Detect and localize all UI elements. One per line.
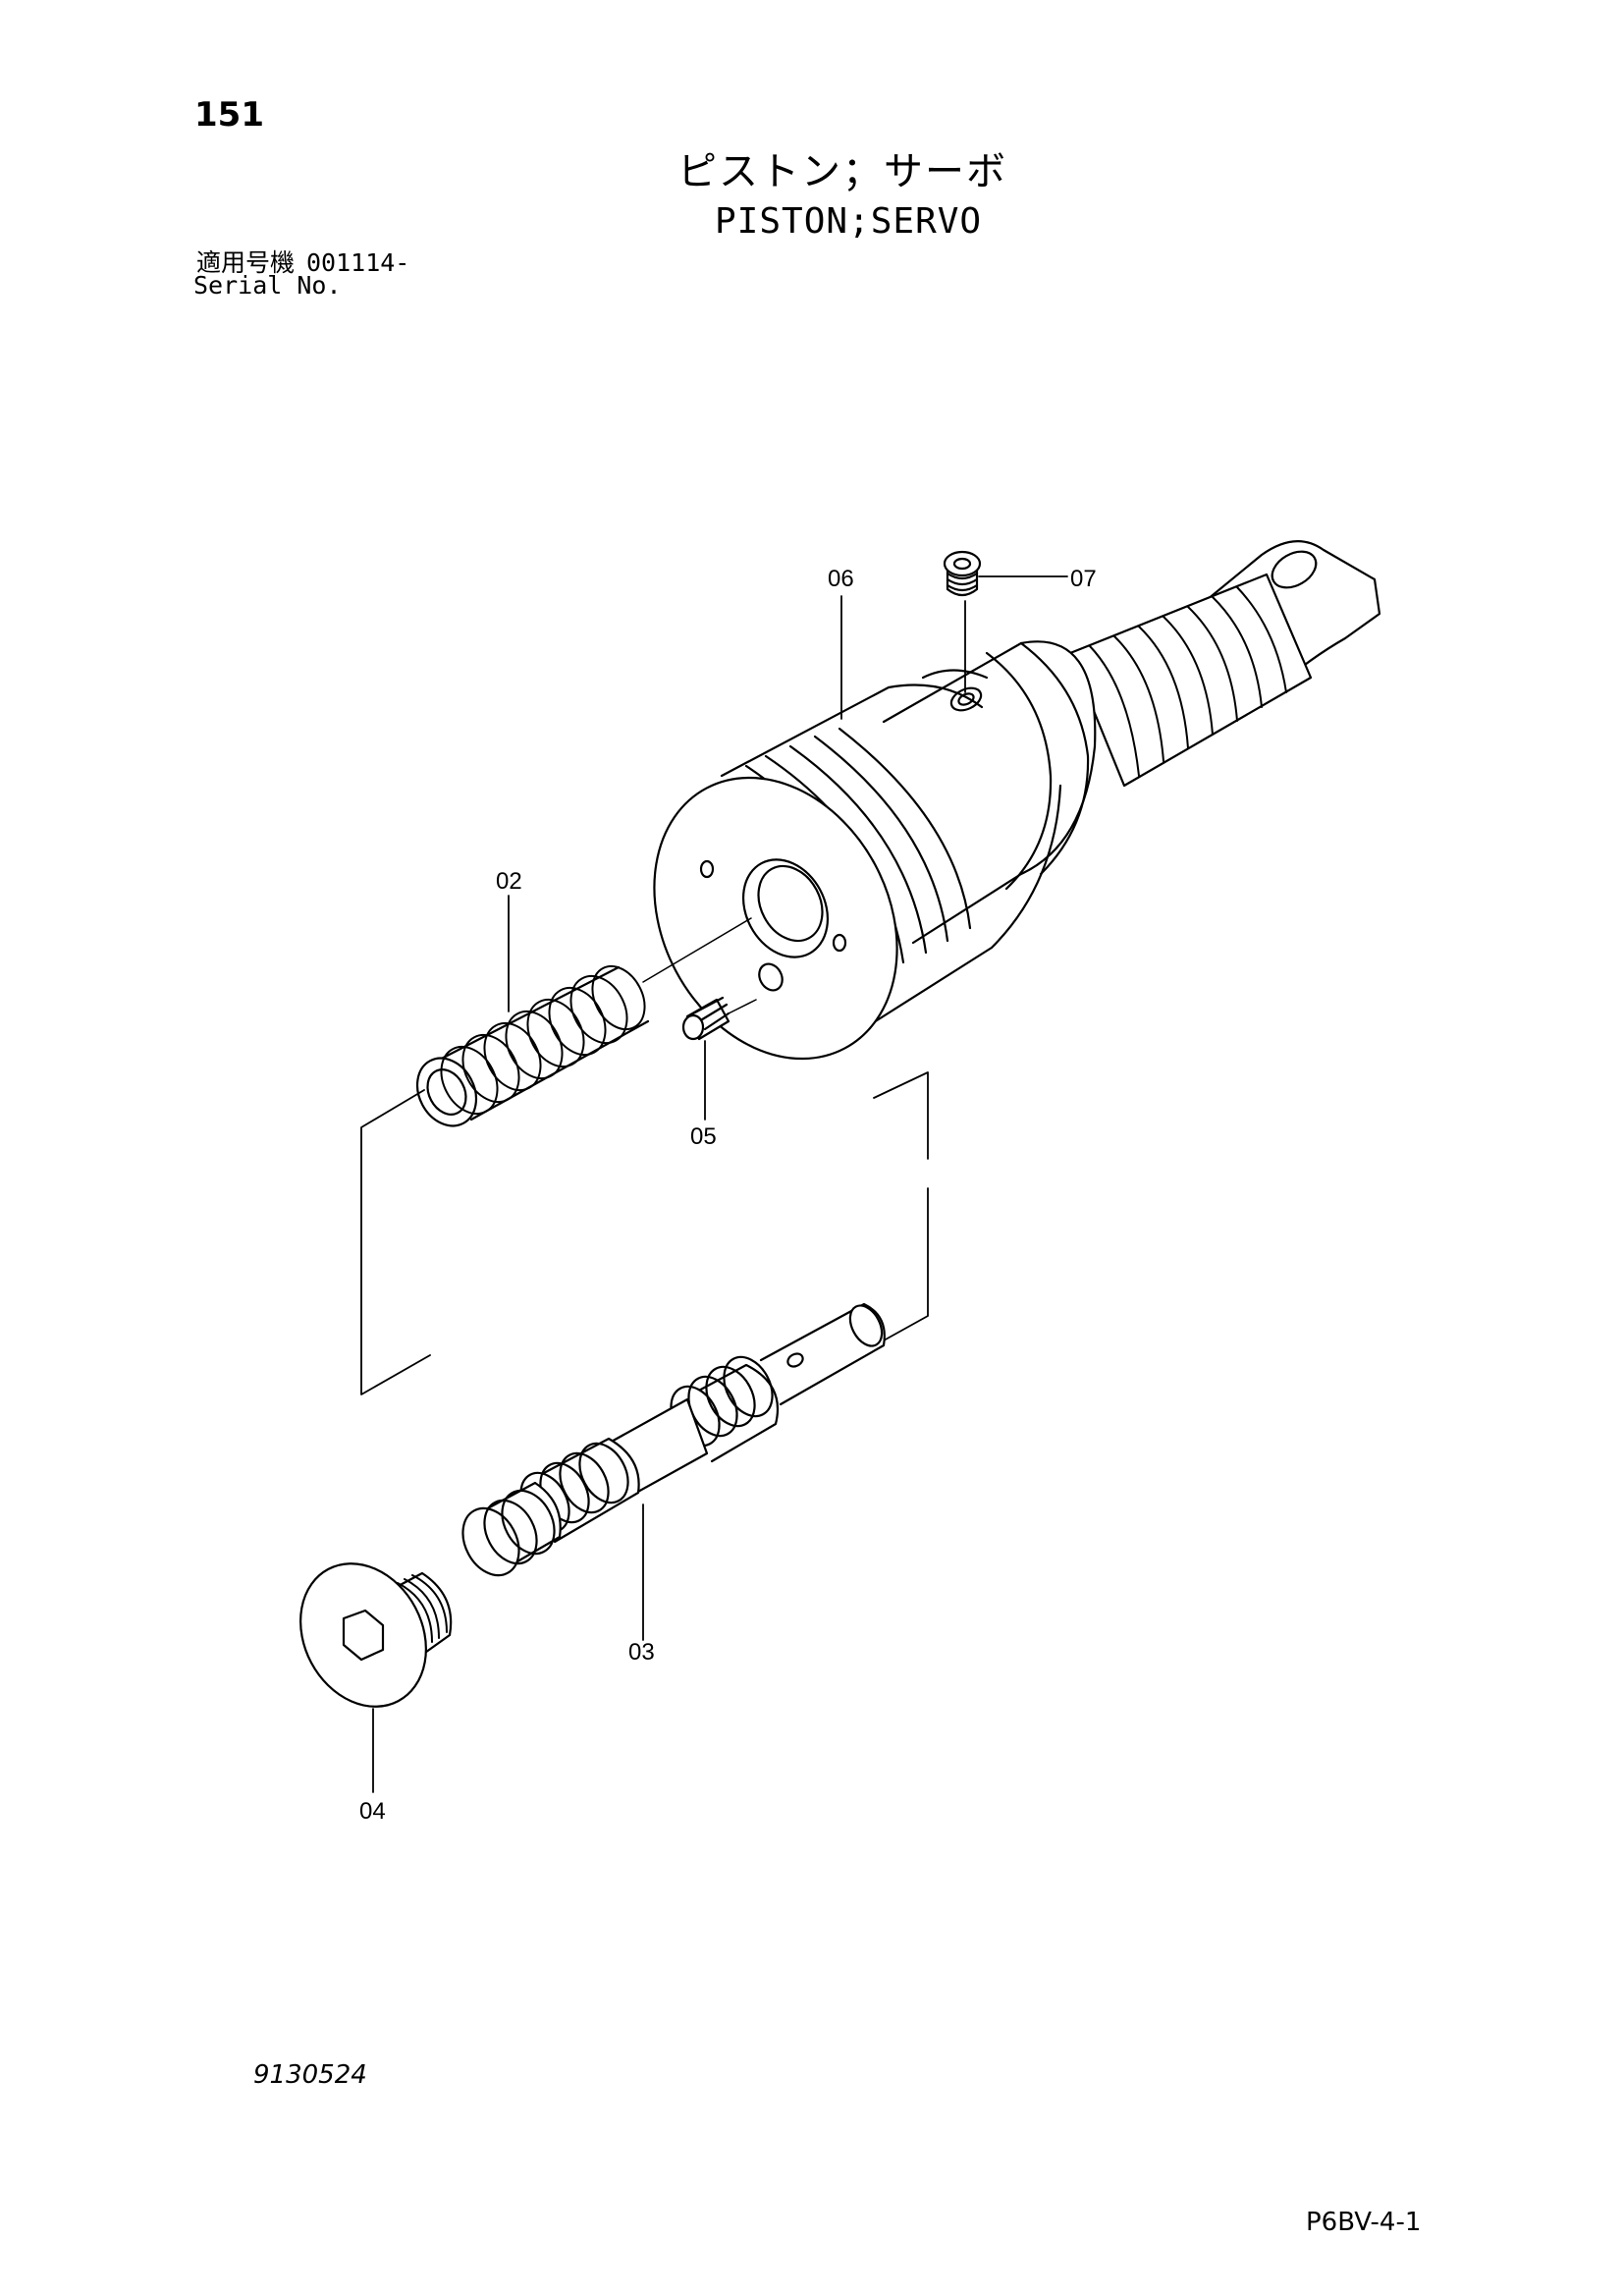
spring-02	[415, 964, 650, 1127]
callout-06: 06	[828, 566, 854, 592]
callout-07: 07	[1070, 566, 1097, 592]
serial-value: 001114-	[306, 248, 410, 277]
drawing-number: 9130524	[253, 2060, 367, 2090]
spool-03	[461, 1302, 886, 1577]
callout-04: 04	[359, 1798, 386, 1825]
title-english: PISTON;SERVO	[715, 201, 983, 242]
alignment-lines	[360, 1071, 929, 1395]
serial-label-english: Serial No.	[193, 271, 342, 300]
set-screw-05	[681, 996, 730, 1041]
callout-05: 05	[690, 1123, 717, 1150]
page-code: P6BV-4-1	[1306, 2208, 1422, 2237]
plug-04	[299, 1562, 453, 1708]
servo-piston-body	[653, 540, 1381, 1061]
plug-07	[943, 550, 982, 597]
callout-02: 02	[496, 868, 522, 895]
serial-label-japanese: 適用号機	[196, 248, 296, 277]
callout-03: 03	[628, 1639, 655, 1666]
title-japanese: ピストン；サーボ	[677, 149, 1007, 194]
page-number: 151	[194, 95, 264, 135]
